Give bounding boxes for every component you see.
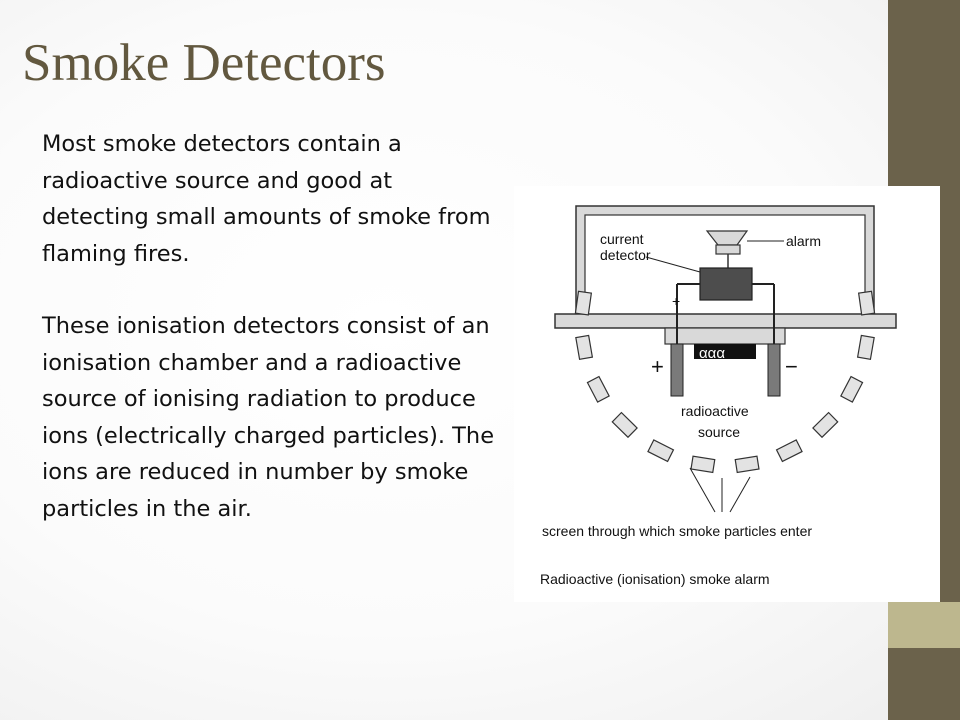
plus-label: +	[651, 354, 664, 379]
screen-segment	[734, 455, 760, 474]
negative-electrode	[767, 343, 781, 397]
current-detector-label-2: detector	[600, 247, 651, 263]
screen-segment	[690, 455, 716, 474]
base-plate	[554, 313, 897, 329]
screen-segment	[611, 411, 638, 439]
screen-segment	[586, 375, 610, 403]
plus-small-label: +	[672, 293, 680, 309]
screen-segment	[575, 334, 594, 361]
screen-segment	[775, 439, 803, 463]
alpha-label: ααα	[699, 345, 725, 362]
screen-segment	[812, 411, 839, 439]
body-paragraph-1: Most smoke detectors contain a radioacti…	[42, 131, 491, 267]
alarm-base	[715, 244, 741, 255]
smoke-alarm-diagram: current detector alarm + ααα + − radioac…	[514, 186, 940, 602]
diagram-caption: Radioactive (ionisation) smoke alarm	[540, 571, 770, 587]
alarm-label: alarm	[786, 233, 821, 249]
positive-electrode	[670, 343, 684, 397]
radioactive-source-label-2: source	[698, 424, 740, 440]
slide-title: Smoke Detectors	[22, 34, 386, 92]
screen-segment	[574, 290, 593, 316]
screen-segment	[840, 375, 864, 403]
minus-label: −	[785, 354, 798, 379]
radioactive-source	[694, 344, 756, 359]
current-detector-box	[699, 267, 753, 301]
radioactive-source-label: radioactive	[681, 403, 749, 419]
screen-label: screen through which smoke particles ent…	[542, 523, 812, 539]
slide-body: Most smoke detectors contain a radioacti…	[42, 126, 502, 527]
decorative-sidebar-accent	[888, 602, 960, 648]
current-detector-label: current	[600, 231, 644, 247]
screen-segment	[856, 334, 875, 361]
screen-arc	[574, 290, 876, 474]
chamber-top	[664, 327, 786, 345]
body-paragraph-2: These ionisation detectors consist of an…	[42, 313, 495, 522]
screen-segment	[647, 439, 675, 463]
screen-segment	[857, 290, 876, 316]
